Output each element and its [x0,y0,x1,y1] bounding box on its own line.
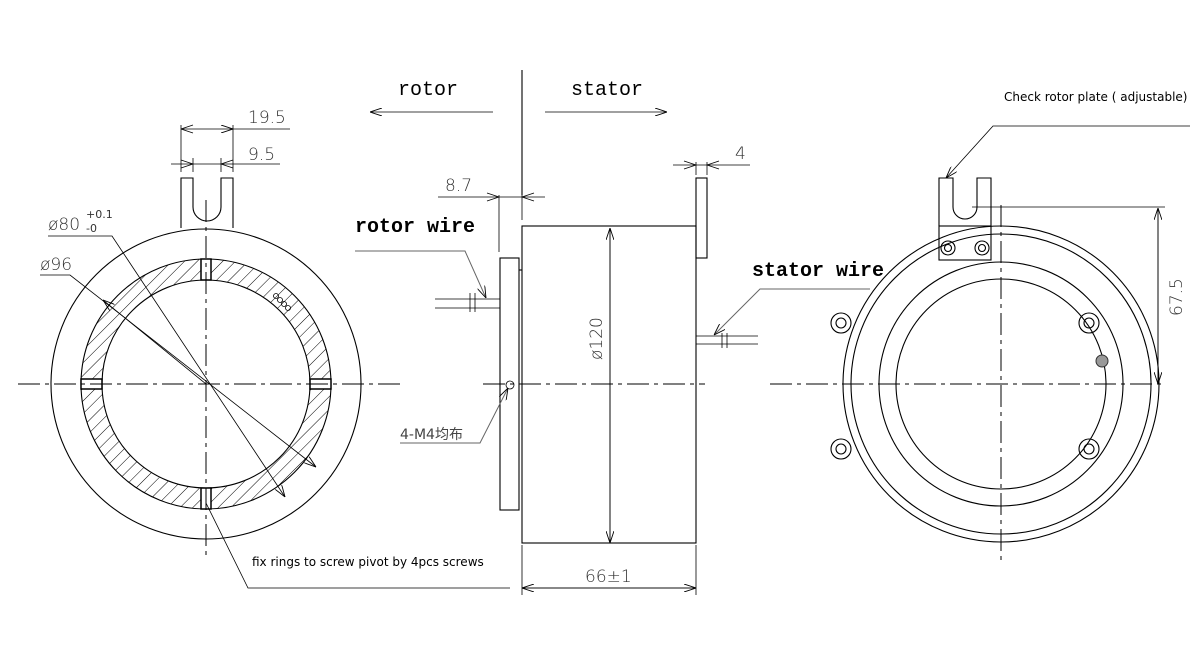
m4-hole-icon [505,380,515,390]
bore-tol-lower: -0 [86,222,97,235]
rotor-plate-tab [938,177,992,226]
bolt-holes [830,312,1100,460]
side-view: rotor stator rotor wire stator wire 4-M4… [355,70,884,595]
dim-stator-plate: 4 [735,144,746,164]
rotor-wire [435,293,500,312]
check-rotor-plate-note: Check rotor plate ( adjustable) [1004,90,1187,104]
stator-plate [695,177,708,259]
rotor-tab [180,177,234,228]
rotor-wire-label: rotor wire [355,216,475,239]
rotor-end-view: 19.5 9.5 ø80 +0.1 -0 ø96 fix rings to sc… [18,108,510,589]
dim-body-diameter: ø120 [587,317,607,360]
stator-wire [696,333,758,348]
stator-end-view: 67.5 Check rotor plate ( adjustable) [770,90,1190,560]
dim-body-length: 66±1 [585,567,632,587]
dim-slot-height: 67.5 [1167,278,1187,316]
rotor-label: rotor [398,79,458,102]
ring-marking [273,293,291,311]
dim-slot-width: 9.5 [248,145,275,165]
dim-rotor-offset: 8.7 [445,176,472,196]
dim-tab-width: 19.5 [248,108,286,128]
m4-holes-note: 4-M4均布 [400,427,463,443]
dim-bore-diameter: ø80 [48,215,80,235]
stator-wire-label: stator wire [752,260,884,283]
fix-rings-note: fix rings to screw pivot by 4pcs screws [252,555,484,569]
bore-tol-upper: +0.1 [86,208,113,221]
marking-dot [1095,354,1109,368]
stator-label: stator [571,79,643,102]
dim-ring-diameter: ø96 [40,255,72,275]
